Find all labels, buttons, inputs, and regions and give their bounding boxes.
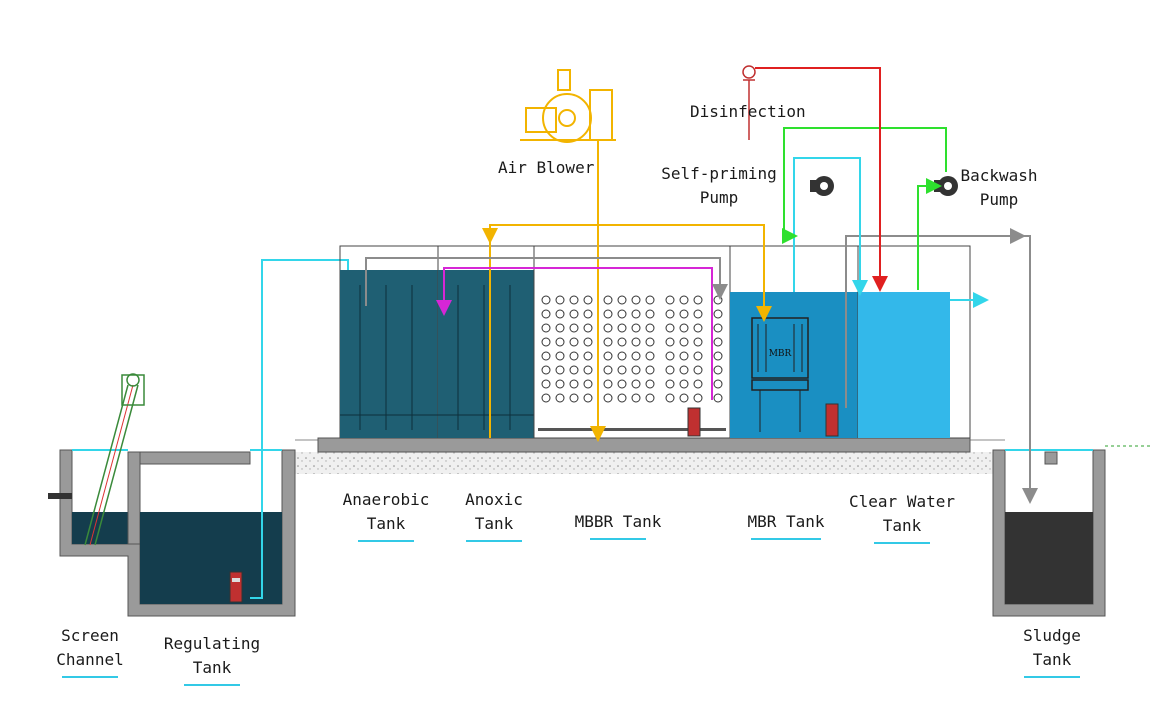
concrete-slab bbox=[317, 437, 971, 453]
self-priming-line bbox=[793, 157, 868, 296]
mbr-module: MBR bbox=[751, 317, 809, 432]
sludge-lines bbox=[365, 228, 1038, 504]
air-lines bbox=[482, 140, 772, 442]
submersible-pump-icon bbox=[825, 403, 839, 437]
screen-channel bbox=[59, 449, 296, 617]
anaerobic-tank bbox=[339, 245, 439, 439]
mbbr-tank bbox=[533, 245, 731, 439]
mbr-tank-label: MBR Tank bbox=[740, 510, 832, 540]
sludge-tank bbox=[992, 449, 1106, 617]
return-line bbox=[436, 267, 713, 400]
backwash-lines bbox=[782, 127, 947, 290]
mbr-module-label: MBR bbox=[769, 349, 792, 359]
clear-water-tank bbox=[857, 245, 971, 439]
regulating-tank-water bbox=[140, 512, 282, 604]
pump-icon bbox=[810, 176, 834, 196]
disinfection-label: Disinfection bbox=[690, 102, 806, 121]
disinfection-icon bbox=[742, 65, 756, 140]
screen-icon bbox=[48, 373, 145, 546]
disinfection-line bbox=[755, 67, 888, 292]
air-blower-label: Air Blower bbox=[498, 158, 595, 177]
air-blower-icon bbox=[520, 69, 616, 143]
mixer-pattern bbox=[340, 285, 534, 430]
submersible-pump-icon bbox=[687, 407, 701, 437]
submersible-pump-icon bbox=[229, 571, 243, 603]
anoxic-tank bbox=[437, 245, 535, 439]
mbbr-tank-label: MBBR Tank bbox=[566, 510, 670, 540]
